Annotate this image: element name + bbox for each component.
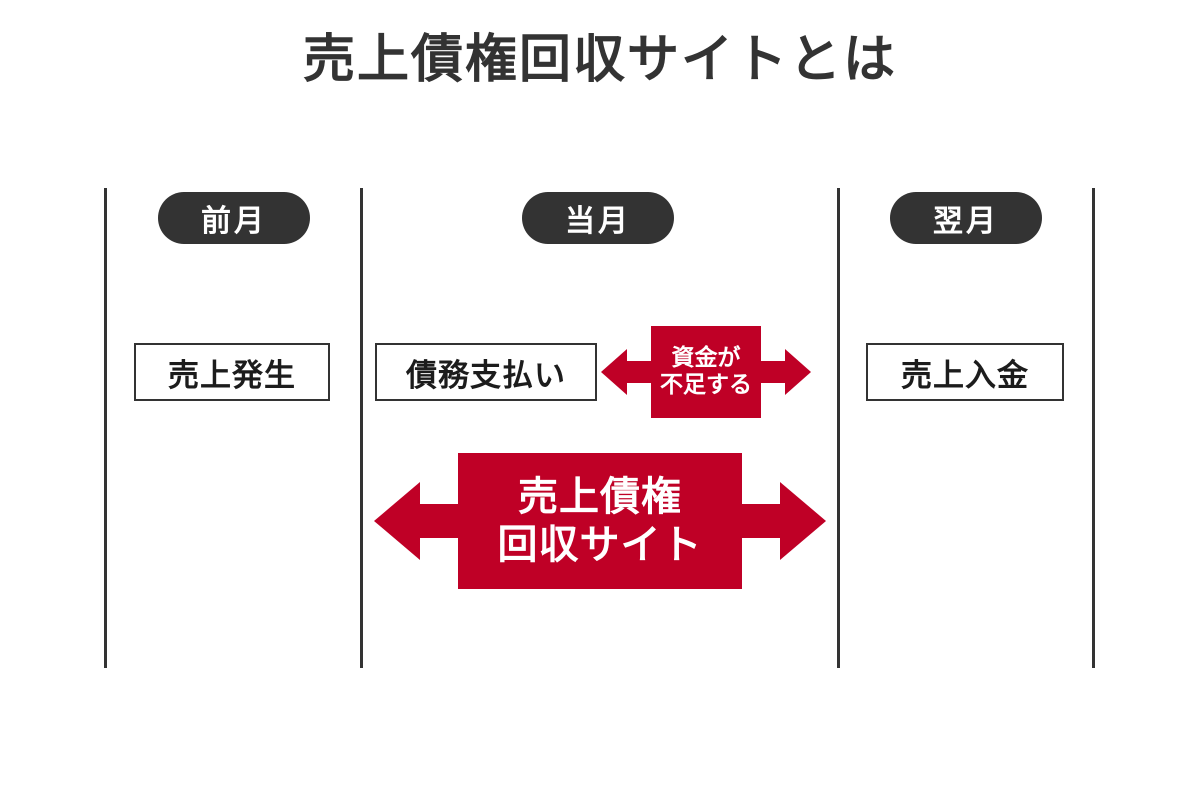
month-pill-previous: 前月 [158,192,310,244]
arrow-shaft-right [742,504,780,538]
event-box-sales-receipt: 売上入金 [866,343,1064,401]
month-divider-line-4 [1092,188,1095,668]
arrow-head-right-icon [780,482,826,560]
event-box-sales-occurred: 売上発生 [134,343,330,401]
shortage-double-arrow: 資金が 不足する [601,326,811,418]
page-title: 売上債権回収サイトとは [302,30,897,90]
shortage-arrow-label: 資金が 不足する [651,326,761,418]
arrow-shaft-left [420,504,458,538]
collection-site-label-line-2: 回収サイト [497,522,703,568]
shortage-label-line-2: 不足する [660,372,752,398]
collection-site-double-arrow: 売上債権 回収サイト [374,453,826,589]
arrow-shaft-left [627,361,651,383]
month-divider-line-3 [837,188,840,668]
shortage-label-line-1: 資金が [671,344,741,371]
collection-site-label-line-1: 売上債権 [518,474,682,520]
month-pill-current: 当月 [522,192,674,244]
arrow-head-left-icon [374,482,420,560]
arrow-head-right-icon [785,349,811,395]
arrow-shaft-right [761,361,785,383]
month-divider-line-2 [360,188,363,668]
collection-site-arrow-label: 売上債権 回収サイト [458,453,742,589]
arrow-head-left-icon [601,349,627,395]
event-box-debt-payment: 債務支払い [375,343,597,401]
month-pill-next: 翌月 [890,192,1042,244]
month-divider-line-1 [104,188,107,668]
